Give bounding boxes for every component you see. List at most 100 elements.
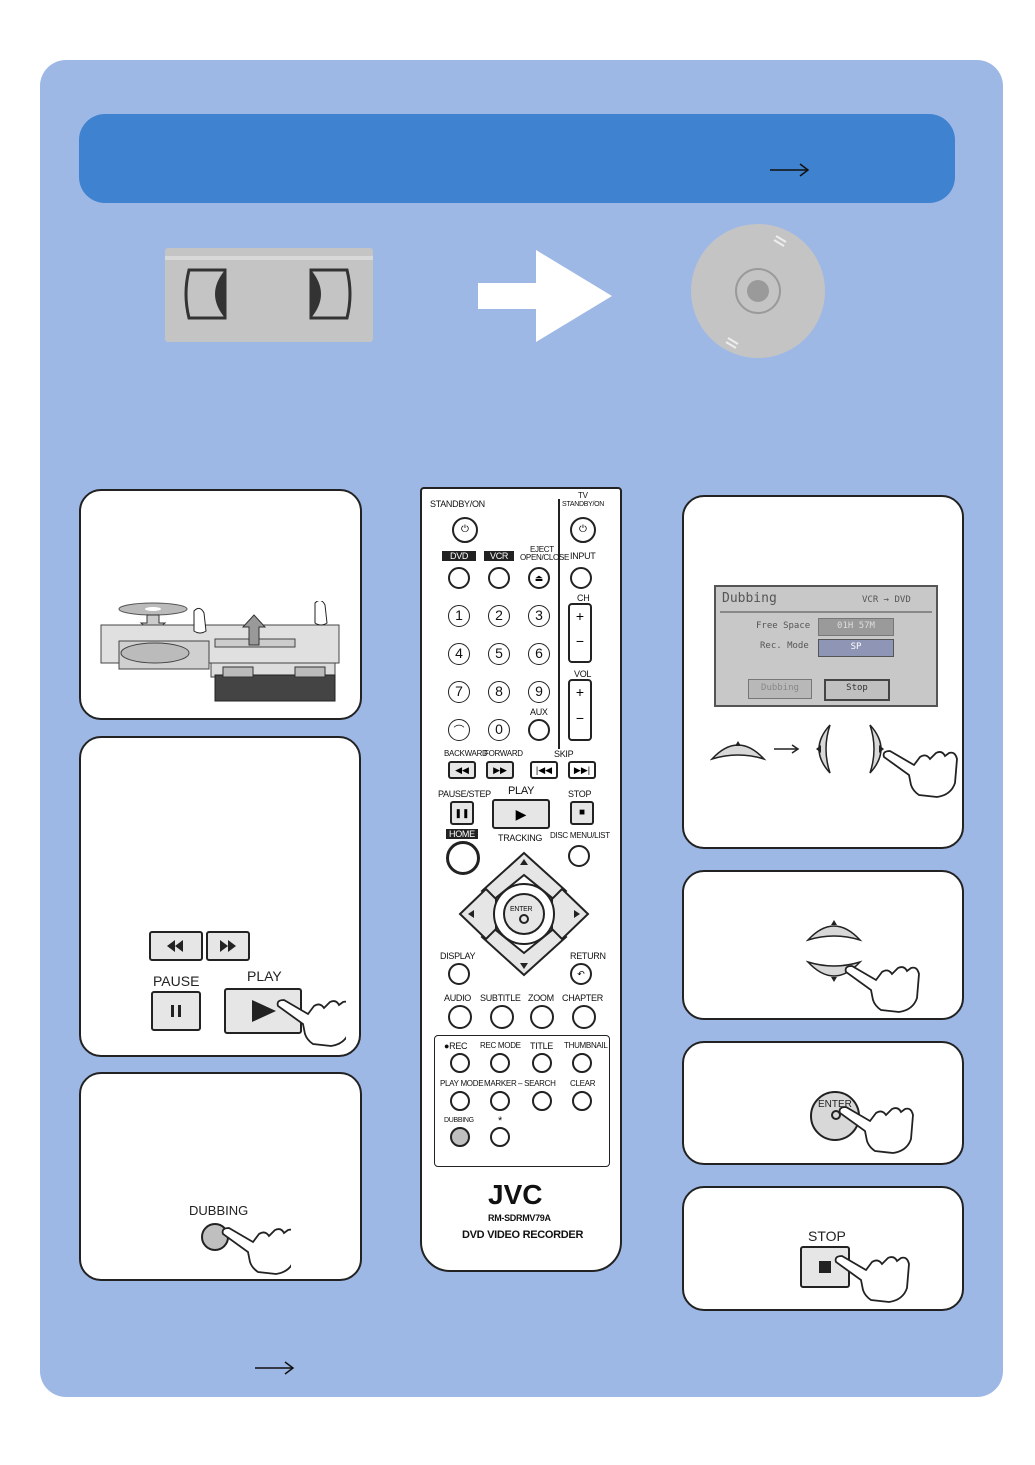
navigation-pad[interactable]	[456, 851, 592, 977]
skip-back-button[interactable]: |◀◀	[530, 761, 558, 779]
fast-forward-button[interactable]	[206, 931, 250, 961]
star-label: *	[498, 1115, 502, 1127]
free-space-label: Free Space	[756, 621, 811, 631]
digit-7-button[interactable]: 7	[448, 681, 470, 703]
osd-navigation-icons	[710, 724, 958, 798]
osd-dubbing-button[interactable]: Dubbing	[748, 679, 812, 699]
digit-1-button[interactable]: 1	[448, 605, 470, 627]
play-mode-label: PLAY MODE	[440, 1079, 484, 1088]
title-button[interactable]	[532, 1053, 552, 1073]
volume-rocker[interactable]: + −	[568, 679, 592, 741]
aux-label: AUX	[530, 707, 548, 717]
pause-step-label: PAUSE/STEP	[438, 789, 491, 799]
up-arrow-key-icon	[710, 744, 767, 761]
clear-label: CLEAR	[570, 1079, 596, 1088]
pressing-hand-icon	[844, 965, 920, 1013]
display-button[interactable]	[448, 963, 470, 985]
rec-mode-button[interactable]	[490, 1053, 510, 1073]
marker-label: MARKER	[484, 1079, 517, 1088]
standby-button[interactable]: ⏻	[452, 517, 478, 543]
star-button[interactable]	[490, 1127, 510, 1147]
tracking-label: TRACKING	[498, 833, 543, 843]
remote-dubbing-button[interactable]	[450, 1127, 470, 1147]
backward-button[interactable]: ◀◀	[448, 761, 476, 779]
remote-stop-label: STOP	[568, 789, 592, 799]
pressing-hand-icon	[221, 1227, 291, 1275]
big-arrow-icon	[478, 250, 612, 342]
recorder-deck-icon	[100, 601, 340, 702]
skip-label: SKIP	[554, 749, 574, 759]
tv-standby-button[interactable]: ⏻	[570, 517, 596, 543]
jvc-logo: JVC	[488, 1179, 543, 1210]
digit-5-button[interactable]: 5	[488, 643, 510, 665]
remote-control: STANDBY/ON TV STANDBY/ON ⏻ ⏻ DVD VCR EJE…	[420, 487, 622, 1272]
pause-button[interactable]	[151, 991, 201, 1031]
remote-play-button[interactable]: ▶	[492, 799, 550, 829]
remote-play-label: PLAY	[508, 785, 535, 797]
step-load-media-box	[79, 489, 362, 720]
subtitle-button[interactable]	[490, 1005, 514, 1029]
digit-0-button[interactable]: 0	[488, 719, 510, 741]
digit-4-button[interactable]: 4	[448, 643, 470, 665]
eject-label: EJECT	[530, 545, 554, 554]
digit-2-button[interactable]: 2	[488, 605, 510, 627]
tv-standby-on-label: STANDBY/ON	[562, 501, 604, 508]
digit-6-button[interactable]: 6	[528, 643, 550, 665]
chapter-button[interactable]	[572, 1005, 596, 1029]
play-mode-button[interactable]	[450, 1091, 470, 1111]
step-enter-box: ENTER	[682, 1041, 964, 1165]
search-button[interactable]	[532, 1091, 552, 1111]
audio-button[interactable]	[448, 1005, 472, 1029]
free-space-value: 01H 57M	[818, 618, 894, 636]
dvd-button[interactable]	[448, 567, 470, 589]
eject-button[interactable]: ⏏	[528, 567, 550, 589]
rec-mode-value[interactable]: SP	[818, 639, 894, 657]
osd-title: Dubbing	[722, 591, 777, 606]
digit-9-button[interactable]: 9	[528, 681, 550, 703]
remote-stop-button[interactable]: ■	[570, 801, 594, 825]
input-button[interactable]	[570, 567, 592, 589]
thumbnail-label: THUMBNAIL	[564, 1041, 608, 1050]
digit-8-button[interactable]: 8	[488, 681, 510, 703]
return-button[interactable]: ↶	[570, 963, 592, 985]
nav-down-button	[480, 925, 568, 977]
skip-forward-button[interactable]: ▶▶|	[568, 761, 596, 779]
rec-mode-label: REC MODE	[480, 1041, 521, 1050]
thumbnail-button[interactable]	[572, 1053, 592, 1073]
vhs-tape-icon	[165, 248, 373, 342]
remote-pause-button[interactable]: ❚❚	[450, 801, 474, 825]
title-banner	[79, 114, 955, 203]
channel-rocker[interactable]: + −	[568, 603, 592, 663]
vcr-label: VCR	[484, 551, 515, 561]
model-number: RM-SDRMV79A	[488, 1213, 551, 1223]
marker-button[interactable]	[490, 1091, 510, 1111]
remote-dubbing-label: DUBBING	[444, 1117, 474, 1124]
pressing-hand-icon	[834, 1255, 910, 1303]
subtitle-label: SUBTITLE	[480, 993, 521, 1003]
home-button[interactable]	[446, 841, 480, 875]
rewind-button[interactable]	[149, 931, 203, 961]
pressing-hand-icon	[882, 750, 958, 798]
osd-stop-button[interactable]: Stop	[824, 679, 890, 701]
back-arc-button[interactable]: ⌒	[448, 719, 470, 741]
aux-button[interactable]	[528, 719, 550, 741]
zoom-label: ZOOM	[528, 993, 554, 1003]
dubbing-button[interactable]	[201, 1223, 229, 1251]
forward-label: FORWARD	[484, 749, 523, 758]
tv-label: TV	[578, 491, 588, 500]
vcr-button[interactable]	[488, 567, 510, 589]
disc-menu-list-label: DISC MENU/LIST	[550, 831, 610, 840]
input-label: INPUT	[570, 551, 596, 561]
up-arrow-key-icon	[806, 925, 863, 942]
pressing-hand-icon	[831, 1106, 914, 1154]
banner-arrow-icon	[770, 163, 810, 177]
search-label: – SEARCH	[518, 1079, 556, 1088]
zoom-button[interactable]	[530, 1005, 554, 1029]
clear-button[interactable]	[572, 1091, 592, 1111]
rec-button[interactable]	[450, 1053, 470, 1073]
forward-button[interactable]: ▶▶	[486, 761, 514, 779]
osd-divider	[720, 611, 932, 613]
osd-direction: VCR → DVD	[862, 595, 911, 605]
digit-3-button[interactable]: 3	[528, 605, 550, 627]
disc-menu-button[interactable]	[568, 845, 590, 867]
